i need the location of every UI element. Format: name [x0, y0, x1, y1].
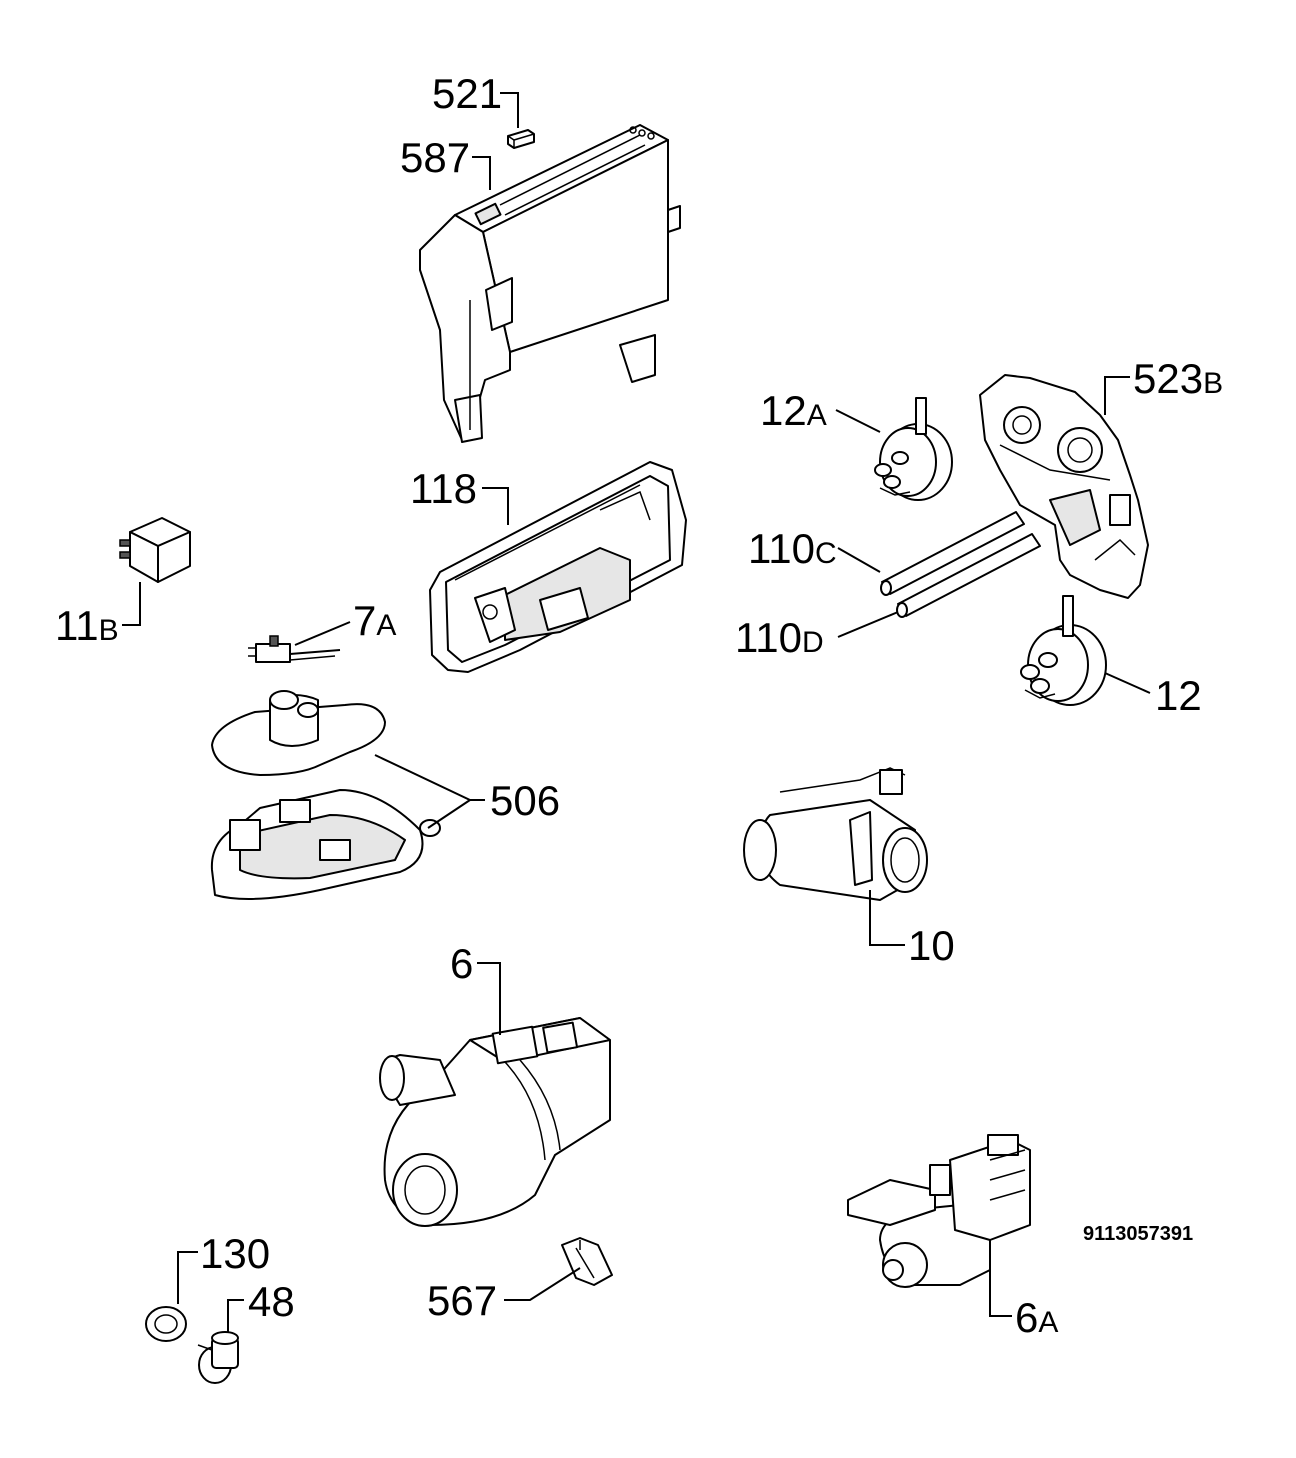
leader-6: [477, 962, 501, 1035]
callout-521: 521: [432, 70, 502, 117]
callout-110C: 110C: [748, 525, 837, 572]
part-6A-drain-pump: [847, 1134, 1031, 1288]
callout-506: 506: [490, 777, 560, 824]
part-48-plug: [197, 1331, 239, 1384]
part-110D-hose: [896, 533, 1041, 618]
leader-130: [177, 1251, 198, 1304]
part-567-clip: [561, 1237, 613, 1286]
part-12A-pressure-switch: [874, 397, 953, 501]
callout-130: 130: [200, 1230, 270, 1277]
leader-110D: [837, 611, 899, 638]
part-523B-distributor: [979, 374, 1149, 599]
part-110C-hose: [880, 511, 1025, 596]
part-506-lower-tray: [210, 789, 441, 900]
part-118-dispenser: [429, 461, 687, 673]
part-506-upper-cover: [211, 690, 386, 776]
part-7A-sensor: [248, 635, 341, 663]
callout-6A: 6A: [1015, 1294, 1058, 1341]
leader-506: [374, 754, 485, 801]
part-587-control-module: [419, 124, 681, 443]
callout-118: 118: [410, 465, 477, 512]
part-12-pressure-switch: [1020, 595, 1107, 706]
part-11B-relay: [119, 517, 191, 583]
leader-7A: [294, 621, 351, 646]
part-130-gasket: [145, 1306, 187, 1342]
callout-10: 10: [908, 922, 955, 969]
callout-12: 12: [1155, 672, 1202, 719]
leader-523B: [1104, 376, 1130, 415]
leader-110C: [837, 547, 881, 573]
callout-48: 48: [248, 1278, 295, 1325]
leader-587: [472, 156, 491, 190]
part-6-circulation-pump: [379, 1017, 611, 1227]
callout-567: 567: [427, 1277, 497, 1324]
callout-11B: 11B: [55, 602, 119, 649]
document-code: 9113057391: [1083, 1223, 1193, 1245]
leader-48: [227, 1299, 244, 1333]
part-521-connector: [507, 129, 535, 149]
leader-12A: [835, 409, 881, 433]
callout-587: 587: [400, 134, 470, 181]
leader-11B: [122, 582, 141, 626]
callout-523B: 523B: [1133, 355, 1223, 402]
leader-lines: [122, 92, 1151, 1333]
part-10-heater: [743, 767, 928, 901]
callout-6: 6: [450, 940, 473, 987]
callout-labels: 521 587 118 12A 523B 110C 110D 12 11B 7A…: [55, 70, 1223, 1341]
callout-7A: 7A: [353, 597, 396, 644]
callout-110D: 110D: [735, 614, 824, 661]
leader-12: [1104, 672, 1151, 694]
leader-6A: [989, 1270, 1012, 1317]
leader-567: [504, 1267, 581, 1301]
leader-521: [500, 92, 519, 128]
callout-12A: 12A: [760, 387, 827, 434]
leader-10: [869, 890, 905, 946]
leader-118: [482, 487, 509, 525]
leader-506b: [427, 799, 471, 829]
